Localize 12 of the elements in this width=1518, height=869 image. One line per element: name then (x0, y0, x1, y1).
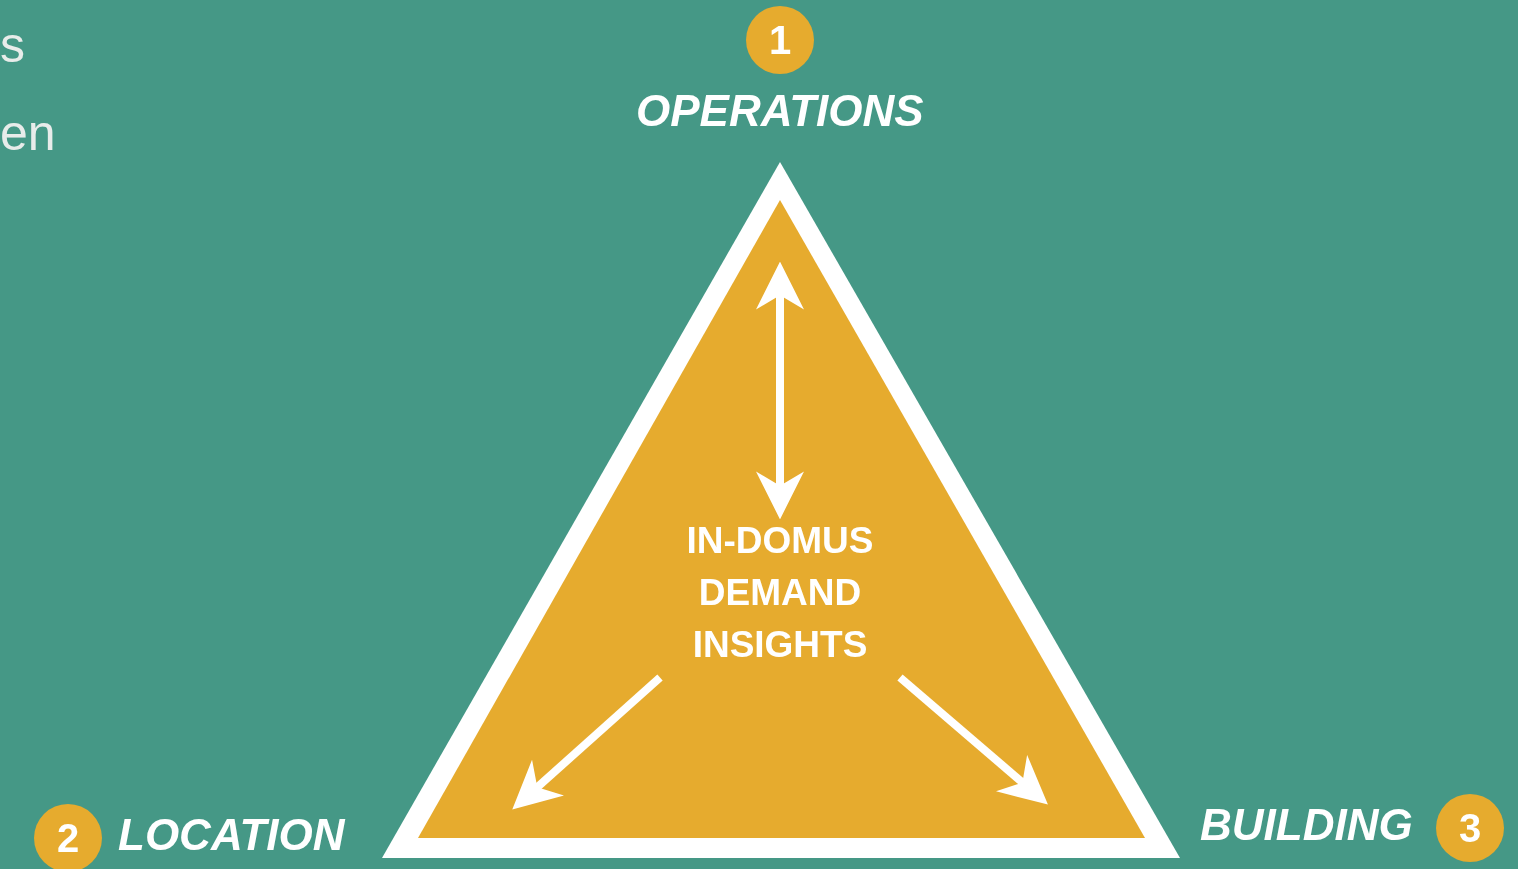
center-title: IN-DOMUS DEMAND INSIGHTS (685, 519, 875, 667)
text-fragment: s (0, 20, 25, 70)
corner-label: LOCATION (118, 810, 345, 860)
arrow (512, 674, 663, 810)
number-badge: 2 (34, 804, 102, 869)
corner-label: OPERATIONS (636, 86, 924, 136)
corner-label: BUILDING (1200, 800, 1413, 850)
number-badge: 3 (1436, 794, 1504, 862)
number-badge: 1 (746, 6, 814, 74)
text-fragment: en (0, 108, 56, 158)
arrow (897, 674, 1048, 805)
arrow (756, 261, 804, 520)
